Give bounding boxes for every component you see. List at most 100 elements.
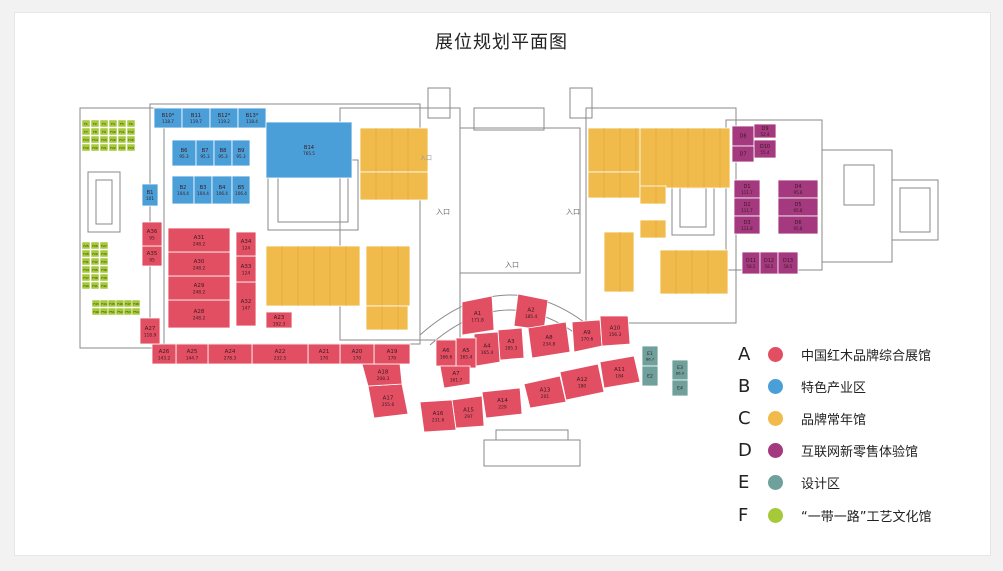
booth-f10[interactable]: F10 bbox=[108, 127, 118, 136]
hall-c-block[interactable] bbox=[639, 127, 731, 189]
booth-f15[interactable]: F15 bbox=[99, 135, 109, 144]
hall-c-block[interactable] bbox=[265, 245, 361, 307]
hall-c-block[interactable] bbox=[603, 231, 635, 293]
booth-f9[interactable]: F9 bbox=[99, 127, 109, 136]
booth-f23[interactable]: F23 bbox=[117, 143, 127, 152]
booth-f35[interactable]: F35 bbox=[90, 265, 100, 274]
booth-f50[interactable]: F50 bbox=[99, 307, 109, 316]
booth-f37[interactable]: F37 bbox=[81, 273, 91, 282]
booth-f48[interactable]: F48 bbox=[131, 299, 141, 308]
booth-f34[interactable]: F34 bbox=[81, 265, 91, 274]
booth-f16[interactable]: F16 bbox=[108, 135, 118, 144]
booth-f39[interactable]: F39 bbox=[99, 273, 109, 282]
booth-f28[interactable]: F28 bbox=[81, 249, 91, 258]
booth-e2[interactable]: E2 bbox=[641, 365, 659, 387]
hall-c-block[interactable] bbox=[365, 245, 411, 307]
booth-f8[interactable]: F8 bbox=[90, 127, 100, 136]
booth-f32[interactable]: F32 bbox=[90, 257, 100, 266]
booth-f33[interactable]: F33 bbox=[99, 257, 109, 266]
booth-f18[interactable]: F18 bbox=[126, 135, 136, 144]
booth-f47[interactable]: F47 bbox=[123, 299, 133, 308]
booth-f42[interactable]: F42 bbox=[99, 281, 109, 290]
booth-f43[interactable]: F43 bbox=[91, 299, 101, 308]
booth-f2[interactable]: F2 bbox=[90, 119, 100, 128]
booth-f53[interactable]: F53 bbox=[123, 307, 133, 316]
booth-f29[interactable]: F29 bbox=[90, 249, 100, 258]
booth-b13[interactable]: B13*118.4 bbox=[237, 107, 267, 129]
booth-d7[interactable]: D7 bbox=[731, 145, 755, 163]
booth-f5[interactable]: F5 bbox=[117, 119, 127, 128]
booth-f45[interactable]: F45 bbox=[107, 299, 117, 308]
booth-f19[interactable]: F19 bbox=[81, 143, 91, 152]
booth-f36[interactable]: F36 bbox=[99, 265, 109, 274]
booth-f6[interactable]: F6 bbox=[126, 119, 136, 128]
booth-f49[interactable]: F49 bbox=[91, 307, 101, 316]
booth-f1[interactable]: F1 bbox=[81, 119, 91, 128]
booth-f31[interactable]: F31 bbox=[81, 257, 91, 266]
booth-f17[interactable]: F17 bbox=[117, 135, 127, 144]
hall-c-block[interactable] bbox=[587, 171, 641, 199]
booth-f13[interactable]: F13 bbox=[81, 135, 91, 144]
hall-c-block[interactable] bbox=[365, 305, 409, 331]
booth-f30[interactable]: F30 bbox=[99, 249, 109, 258]
booth-f12[interactable]: F12 bbox=[126, 127, 136, 136]
booth-f54[interactable]: F54 bbox=[131, 307, 141, 316]
booth-f38[interactable]: F38 bbox=[90, 273, 100, 282]
booth-d8[interactable]: D8 bbox=[731, 125, 755, 147]
booth-f14[interactable]: F14 bbox=[90, 135, 100, 144]
booth-f22[interactable]: F22 bbox=[108, 143, 118, 152]
booth-e4[interactable]: E4 bbox=[671, 379, 689, 397]
booth-f11[interactable]: F11 bbox=[117, 127, 127, 136]
booth-f24[interactable]: F24 bbox=[126, 143, 136, 152]
hall-c-block[interactable] bbox=[639, 185, 667, 205]
booth-f21[interactable]: F21 bbox=[99, 143, 109, 152]
